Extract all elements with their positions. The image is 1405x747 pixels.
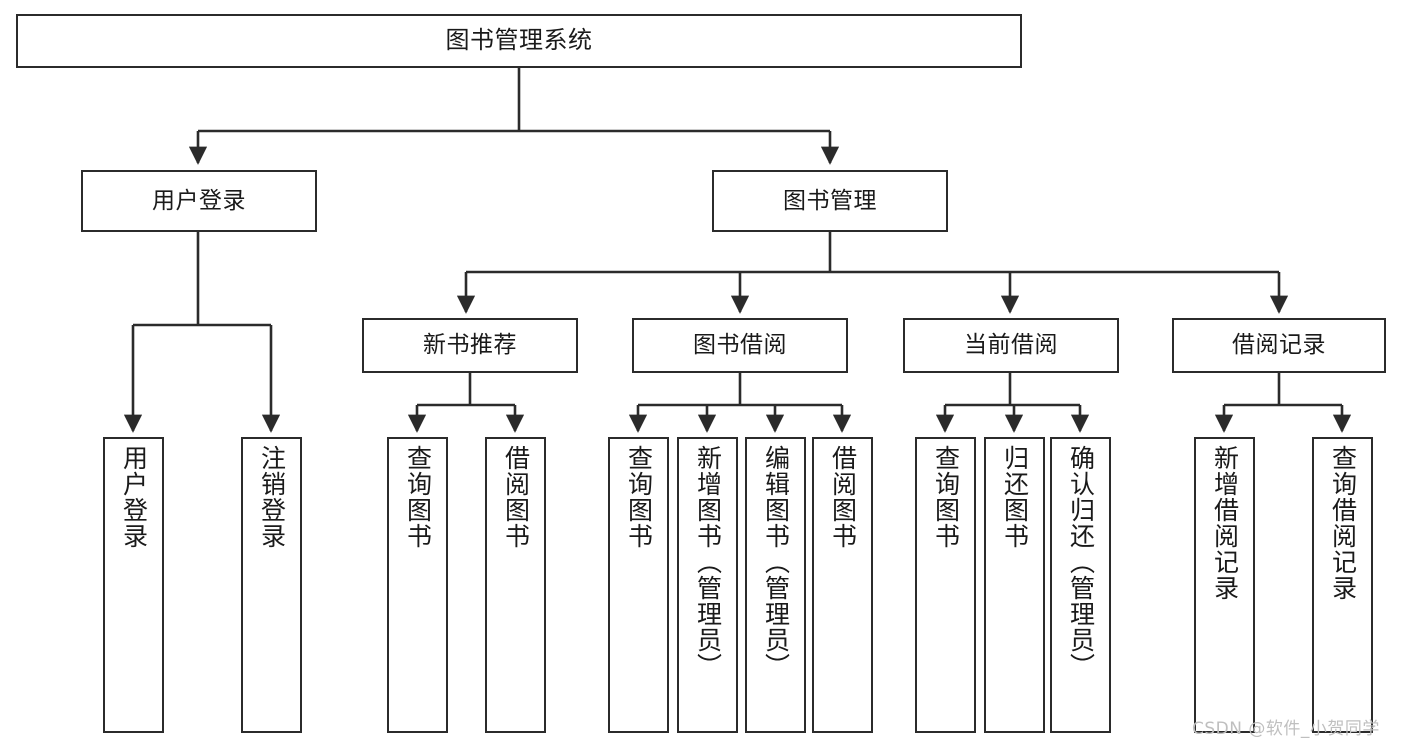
leaf-confirm-return-admin[interactable]: 确认归还（管理员） <box>1050 437 1111 733</box>
node-new-book-recommend-label: 新书推荐 <box>423 332 517 359</box>
leaf-borrow-book[interactable]: 借阅图书 <box>812 437 873 733</box>
leaf-add-book-admin[interactable]: 新增图书（管理员） <box>677 437 738 733</box>
leaf-logout[interactable]: 注销登录 <box>241 437 302 733</box>
node-book-borrow[interactable]: 图书借阅 <box>632 318 848 373</box>
leaf-query-borrow-record-label: 查询借阅记录 <box>1328 445 1358 601</box>
leaf-query-book-borrow-label: 查询图书 <box>624 445 654 549</box>
leaf-logout-label: 注销登录 <box>257 445 287 549</box>
leaf-add-book-admin-label: 新增图书（管理员） <box>693 445 723 679</box>
node-book-management-label: 图书管理 <box>783 187 877 214</box>
leaf-query-borrow-record[interactable]: 查询借阅记录 <box>1312 437 1373 733</box>
node-current-borrow[interactable]: 当前借阅 <box>903 318 1119 373</box>
node-borrow-record-label: 借阅记录 <box>1232 332 1326 359</box>
node-new-book-recommend[interactable]: 新书推荐 <box>362 318 578 373</box>
leaf-user-login[interactable]: 用户登录 <box>103 437 164 733</box>
leaf-query-book-current[interactable]: 查询图书 <box>915 437 976 733</box>
node-user-login-label: 用户登录 <box>152 187 246 214</box>
node-book-management[interactable]: 图书管理 <box>712 170 948 232</box>
node-book-borrow-label: 图书借阅 <box>693 332 787 359</box>
csdn-watermark: CSDN @软件_小贺同学 <box>1192 719 1380 739</box>
node-root[interactable]: 图书管理系统 <box>16 14 1022 68</box>
leaf-return-book[interactable]: 归还图书 <box>984 437 1045 733</box>
leaf-return-book-label: 归还图书 <box>1000 445 1030 549</box>
leaf-borrow-book-recommend[interactable]: 借阅图书 <box>485 437 546 733</box>
leaf-query-book-recommend-label: 查询图书 <box>403 445 433 549</box>
leaf-add-borrow-record[interactable]: 新增借阅记录 <box>1194 437 1255 733</box>
node-current-borrow-label: 当前借阅 <box>964 332 1058 359</box>
leaf-borrow-book-recommend-label: 借阅图书 <box>501 445 531 549</box>
leaf-query-book-current-label: 查询图书 <box>931 445 961 549</box>
leaf-edit-book-admin[interactable]: 编辑图书（管理员） <box>745 437 806 733</box>
node-user-login[interactable]: 用户登录 <box>81 170 317 232</box>
node-borrow-record[interactable]: 借阅记录 <box>1172 318 1386 373</box>
leaf-query-book-borrow[interactable]: 查询图书 <box>608 437 669 733</box>
leaf-borrow-book-label: 借阅图书 <box>828 445 858 549</box>
leaf-confirm-return-admin-label: 确认归还（管理员） <box>1066 445 1096 679</box>
node-root-label: 图书管理系统 <box>445 26 593 55</box>
leaf-edit-book-admin-label: 编辑图书（管理员） <box>761 445 791 679</box>
leaf-query-book-recommend[interactable]: 查询图书 <box>387 437 448 733</box>
leaf-add-borrow-record-label: 新增借阅记录 <box>1210 445 1240 601</box>
leaf-user-login-label: 用户登录 <box>119 445 149 549</box>
